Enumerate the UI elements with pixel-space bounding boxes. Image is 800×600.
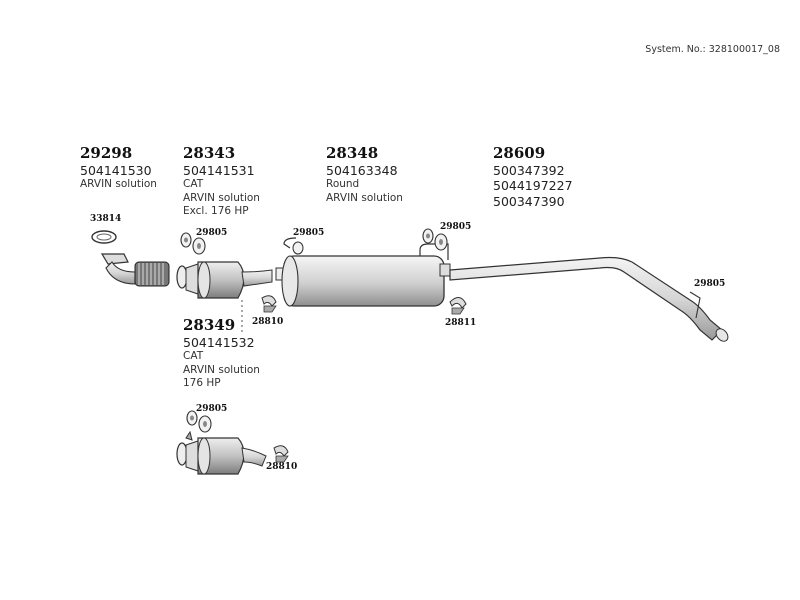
part-note: Round bbox=[326, 178, 360, 191]
callout-33814: 33814 bbox=[90, 214, 122, 224]
muffler-28348 bbox=[275, 237, 451, 307]
part-group-28343: 28343 504141531 CAT ARVIN solution Excl.… bbox=[183, 144, 260, 218]
callout-29805: 29805 bbox=[440, 222, 472, 232]
callout-28811: 28811 bbox=[445, 318, 477, 328]
part-number: 504141532 bbox=[183, 334, 255, 350]
gasket-33814 bbox=[91, 230, 117, 244]
part-group-29298: 29298 504141530 ARVIN solution bbox=[80, 144, 157, 192]
part-note: ARVIN solution bbox=[183, 363, 260, 376]
part-number: 504163348 bbox=[326, 162, 398, 178]
part-number: 5044197227 bbox=[493, 178, 573, 194]
part-number: 504141530 bbox=[80, 162, 152, 178]
part-group-number: 29298 bbox=[80, 144, 133, 162]
part-note: Excl. 176 HP bbox=[183, 204, 249, 217]
part-group-28609: 28609 500347392 5044197227 500347390 bbox=[493, 144, 573, 210]
callout-29805: 29805 bbox=[293, 228, 325, 238]
clamp-28811-icon bbox=[449, 297, 467, 315]
part-group-number: 28348 bbox=[326, 144, 379, 162]
catalytic-converter-28349 bbox=[176, 430, 267, 475]
front-pipe-29298 bbox=[100, 253, 170, 287]
callout-28810: 28810 bbox=[252, 317, 284, 327]
part-note: ARVIN solution bbox=[80, 178, 157, 191]
clamp-29805-icon bbox=[292, 241, 304, 255]
part-note: CAT bbox=[183, 178, 204, 191]
callout-28810: 28810 bbox=[266, 462, 298, 472]
clamp-29805-icon bbox=[422, 228, 448, 251]
clamp-29805-icon bbox=[180, 232, 206, 255]
part-number: 504141531 bbox=[183, 162, 255, 178]
part-note: 176 HP bbox=[183, 376, 221, 389]
tail-pipe-28609 bbox=[449, 256, 729, 342]
catalytic-converter-28343 bbox=[176, 261, 273, 299]
part-group-number: 28609 bbox=[493, 144, 546, 162]
part-note: ARVIN solution bbox=[183, 191, 260, 204]
part-group-28348: 28348 504163348 Round ARVIN solution bbox=[326, 144, 403, 205]
part-number: 500347390 bbox=[493, 194, 565, 209]
clamp-28810-icon bbox=[261, 295, 277, 313]
callout-29805: 29805 bbox=[196, 404, 228, 414]
part-group-number: 28343 bbox=[183, 144, 236, 162]
callout-29805: 29805 bbox=[694, 279, 726, 289]
part-group-28349: 28349 504141532 CAT ARVIN solution 176 H… bbox=[183, 316, 260, 390]
callout-29805: 29805 bbox=[196, 228, 228, 238]
clamp-28810-icon bbox=[273, 445, 289, 463]
part-note: ARVIN solution bbox=[326, 191, 403, 204]
part-note: CAT bbox=[183, 350, 204, 363]
clamp-29805-icon bbox=[186, 410, 212, 433]
part-group-number: 28349 bbox=[183, 316, 236, 334]
part-number: 500347392 bbox=[493, 162, 565, 178]
system-number: System. No.: 328100017_08 bbox=[645, 44, 780, 55]
